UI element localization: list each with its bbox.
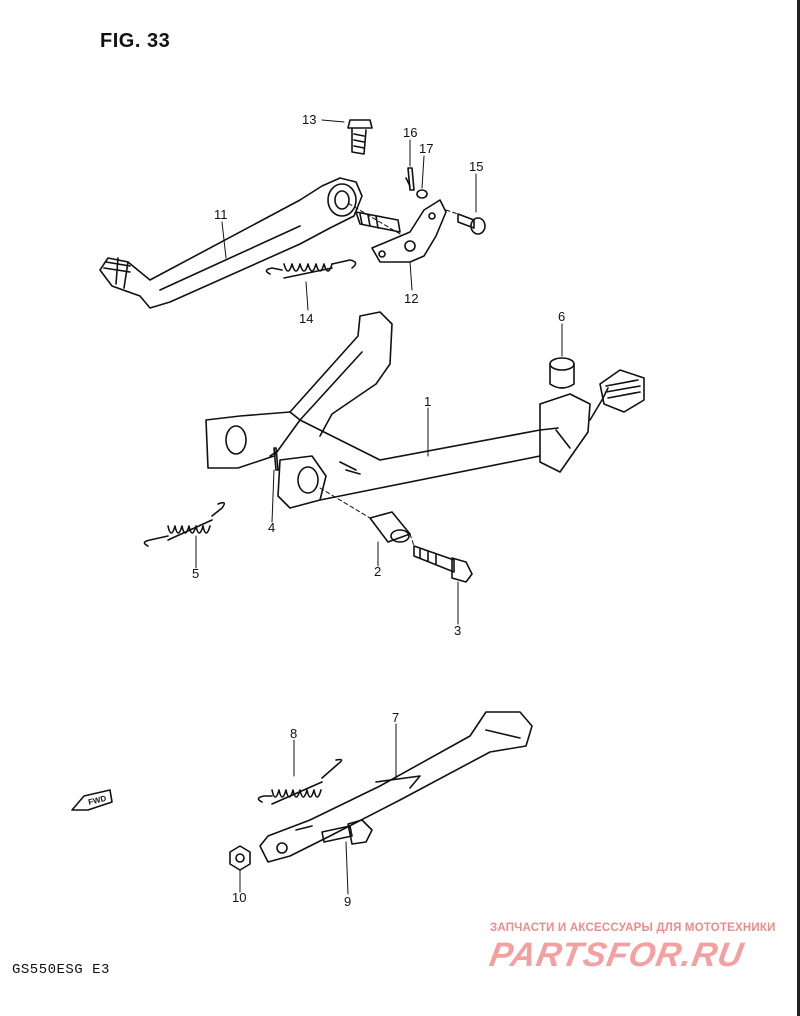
part-15-pin	[457, 213, 486, 235]
fwd-arrow-icon	[71, 789, 113, 811]
watermark-logo: PARTSFOR.RU	[486, 936, 747, 974]
callout-15: 15	[469, 159, 483, 174]
callout-17: 17	[419, 141, 433, 156]
part-6-stopper	[549, 357, 575, 389]
callout-3: 3	[454, 623, 461, 638]
part-10-nut	[229, 845, 251, 871]
part-5-spring	[143, 501, 226, 547]
part-11-brake-pedal	[99, 177, 363, 309]
leader-lines	[195, 119, 563, 895]
callout-4: 4	[268, 520, 275, 535]
part-7-side-stand	[259, 711, 533, 863]
callout-9: 9	[344, 894, 351, 909]
callout-1: 1	[424, 394, 431, 409]
fwd-label: FWD	[87, 794, 107, 807]
callout-5: 5	[192, 566, 199, 581]
part-1-foot-pad	[599, 369, 645, 413]
callout-6: 6	[558, 309, 565, 324]
part-14-spring	[265, 259, 357, 279]
callout-8: 8	[290, 726, 297, 741]
watermark-tagline: ЗАПЧАСТИ И АКСЕССУАРЫ ДЛЯ МОТОТЕХНИКИ	[490, 922, 776, 934]
callout-7: 7	[392, 710, 399, 725]
callout-2: 2	[374, 564, 381, 579]
part-1-center-stand	[205, 311, 609, 509]
part-16-cotter-pin	[405, 167, 415, 191]
callout-12: 12	[404, 291, 418, 306]
part-12-lever-shaft	[355, 199, 447, 263]
callout-16: 16	[403, 125, 417, 140]
part-4-pin	[269, 447, 279, 471]
model-code: GS550ESG E3	[12, 962, 110, 978]
part-8-spring	[257, 758, 343, 805]
part-2-bushing	[369, 511, 411, 543]
part-17-washer	[416, 189, 428, 199]
assembly-lines	[319, 201, 459, 547]
right-border	[797, 0, 800, 1016]
callout-14: 14	[299, 311, 313, 326]
callout-10: 10	[232, 890, 246, 905]
callout-11: 11	[214, 207, 228, 222]
callout-13: 13	[302, 112, 316, 127]
part-9-bolt	[321, 819, 373, 845]
part-3-bolt	[413, 545, 473, 583]
part-13-bolt	[347, 119, 373, 155]
figure-title: FIG. 33	[100, 30, 171, 52]
